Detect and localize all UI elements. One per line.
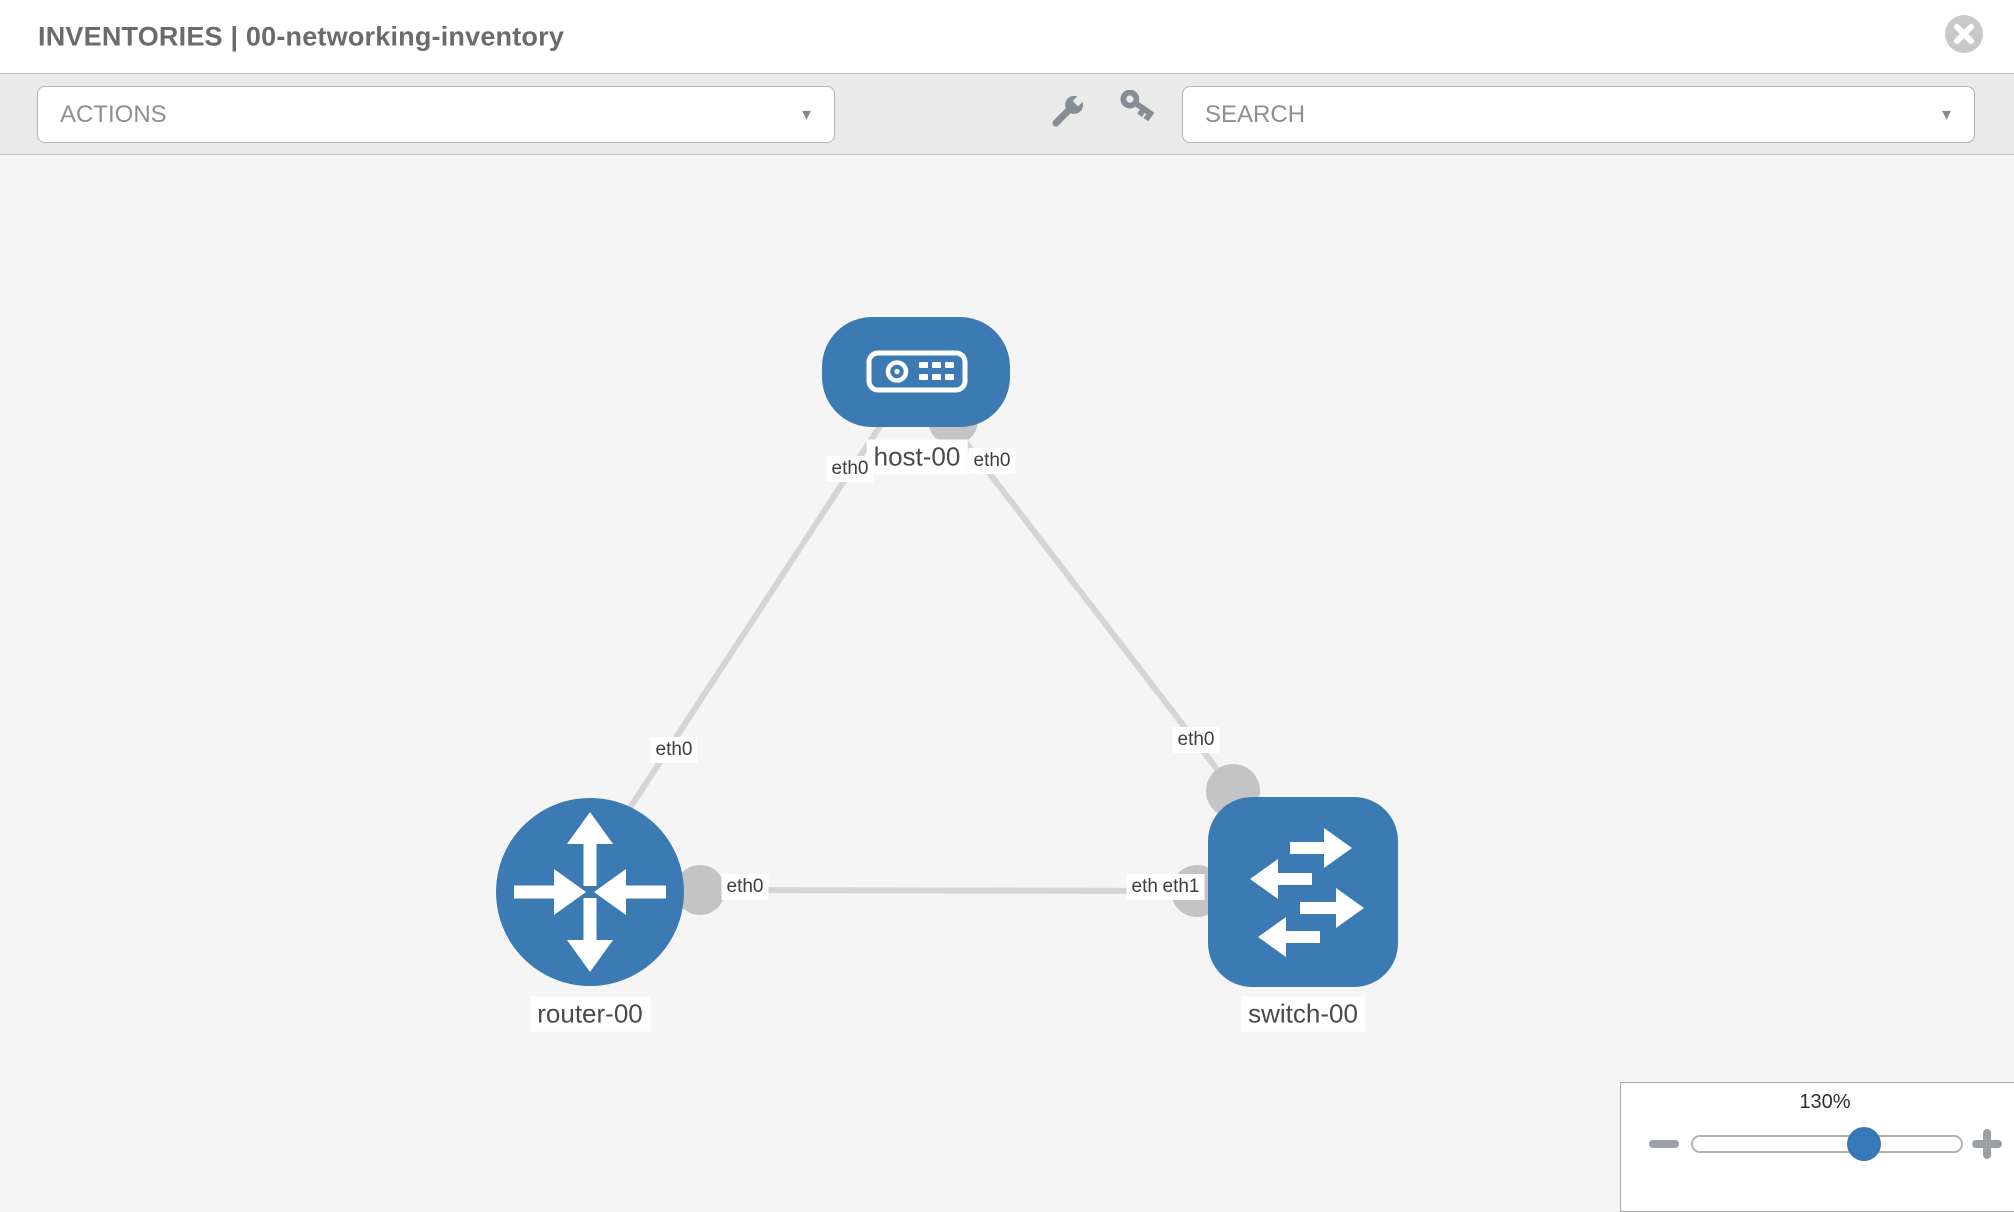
- interface-label: eth0: [826, 456, 874, 482]
- node-switch-00[interactable]: [1208, 797, 1398, 987]
- key-icon: [1110, 89, 1156, 141]
- credentials-button[interactable]: [1106, 88, 1160, 142]
- close-button[interactable]: [1944, 14, 1984, 54]
- node-label-host: host-00: [866, 439, 968, 475]
- search-dropdown[interactable]: SEARCH ▼: [1182, 86, 1975, 143]
- router-icon: [514, 812, 666, 972]
- wrench-icon: [1043, 90, 1089, 141]
- zoom-in-button[interactable]: [1972, 1129, 2002, 1159]
- search-placeholder: SEARCH: [1205, 100, 1306, 128]
- zoom-slider-knob[interactable]: [1847, 1127, 1881, 1161]
- node-label-router: router-00: [530, 996, 650, 1032]
- node-label-switch: switch-00: [1241, 996, 1365, 1032]
- zoom-slider[interactable]: [1691, 1135, 1963, 1153]
- node-router-00[interactable]: [496, 798, 684, 986]
- actions-dropdown[interactable]: ACTIONS ▼: [37, 86, 835, 143]
- interface-connector[interactable]: [675, 865, 725, 915]
- node-host-00[interactable]: [822, 317, 1010, 427]
- interface-label: eth0: [721, 874, 769, 900]
- chevron-down-icon: ▼: [799, 106, 814, 123]
- zoom-level: 130%: [1799, 1091, 1851, 1113]
- interface-label: eth1: [1157, 874, 1205, 900]
- host-icon: [866, 350, 968, 393]
- zoom-out-button[interactable]: [1649, 1140, 1679, 1148]
- actions-dropdown-label: ACTIONS: [60, 100, 167, 128]
- interface-label: eth0: [650, 737, 698, 763]
- zoom-panel: 130%: [1620, 1082, 2014, 1212]
- header: INVENTORIES | 00-networking-inventory: [0, 0, 2014, 73]
- switch-icon: [1250, 828, 1364, 957]
- toolbar: ACTIONS ▼: [0, 73, 2014, 155]
- page-title: INVENTORIES | 00-networking-inventory: [38, 21, 565, 51]
- interface-label: eth0: [1172, 727, 1220, 753]
- close-icon: [1944, 15, 1984, 58]
- interface-label: eth0: [968, 448, 1016, 474]
- link-router-switch[interactable]: [692, 887, 1201, 894]
- chevron-down-icon: ▼: [1939, 106, 1954, 123]
- tools-button[interactable]: [1039, 88, 1093, 142]
